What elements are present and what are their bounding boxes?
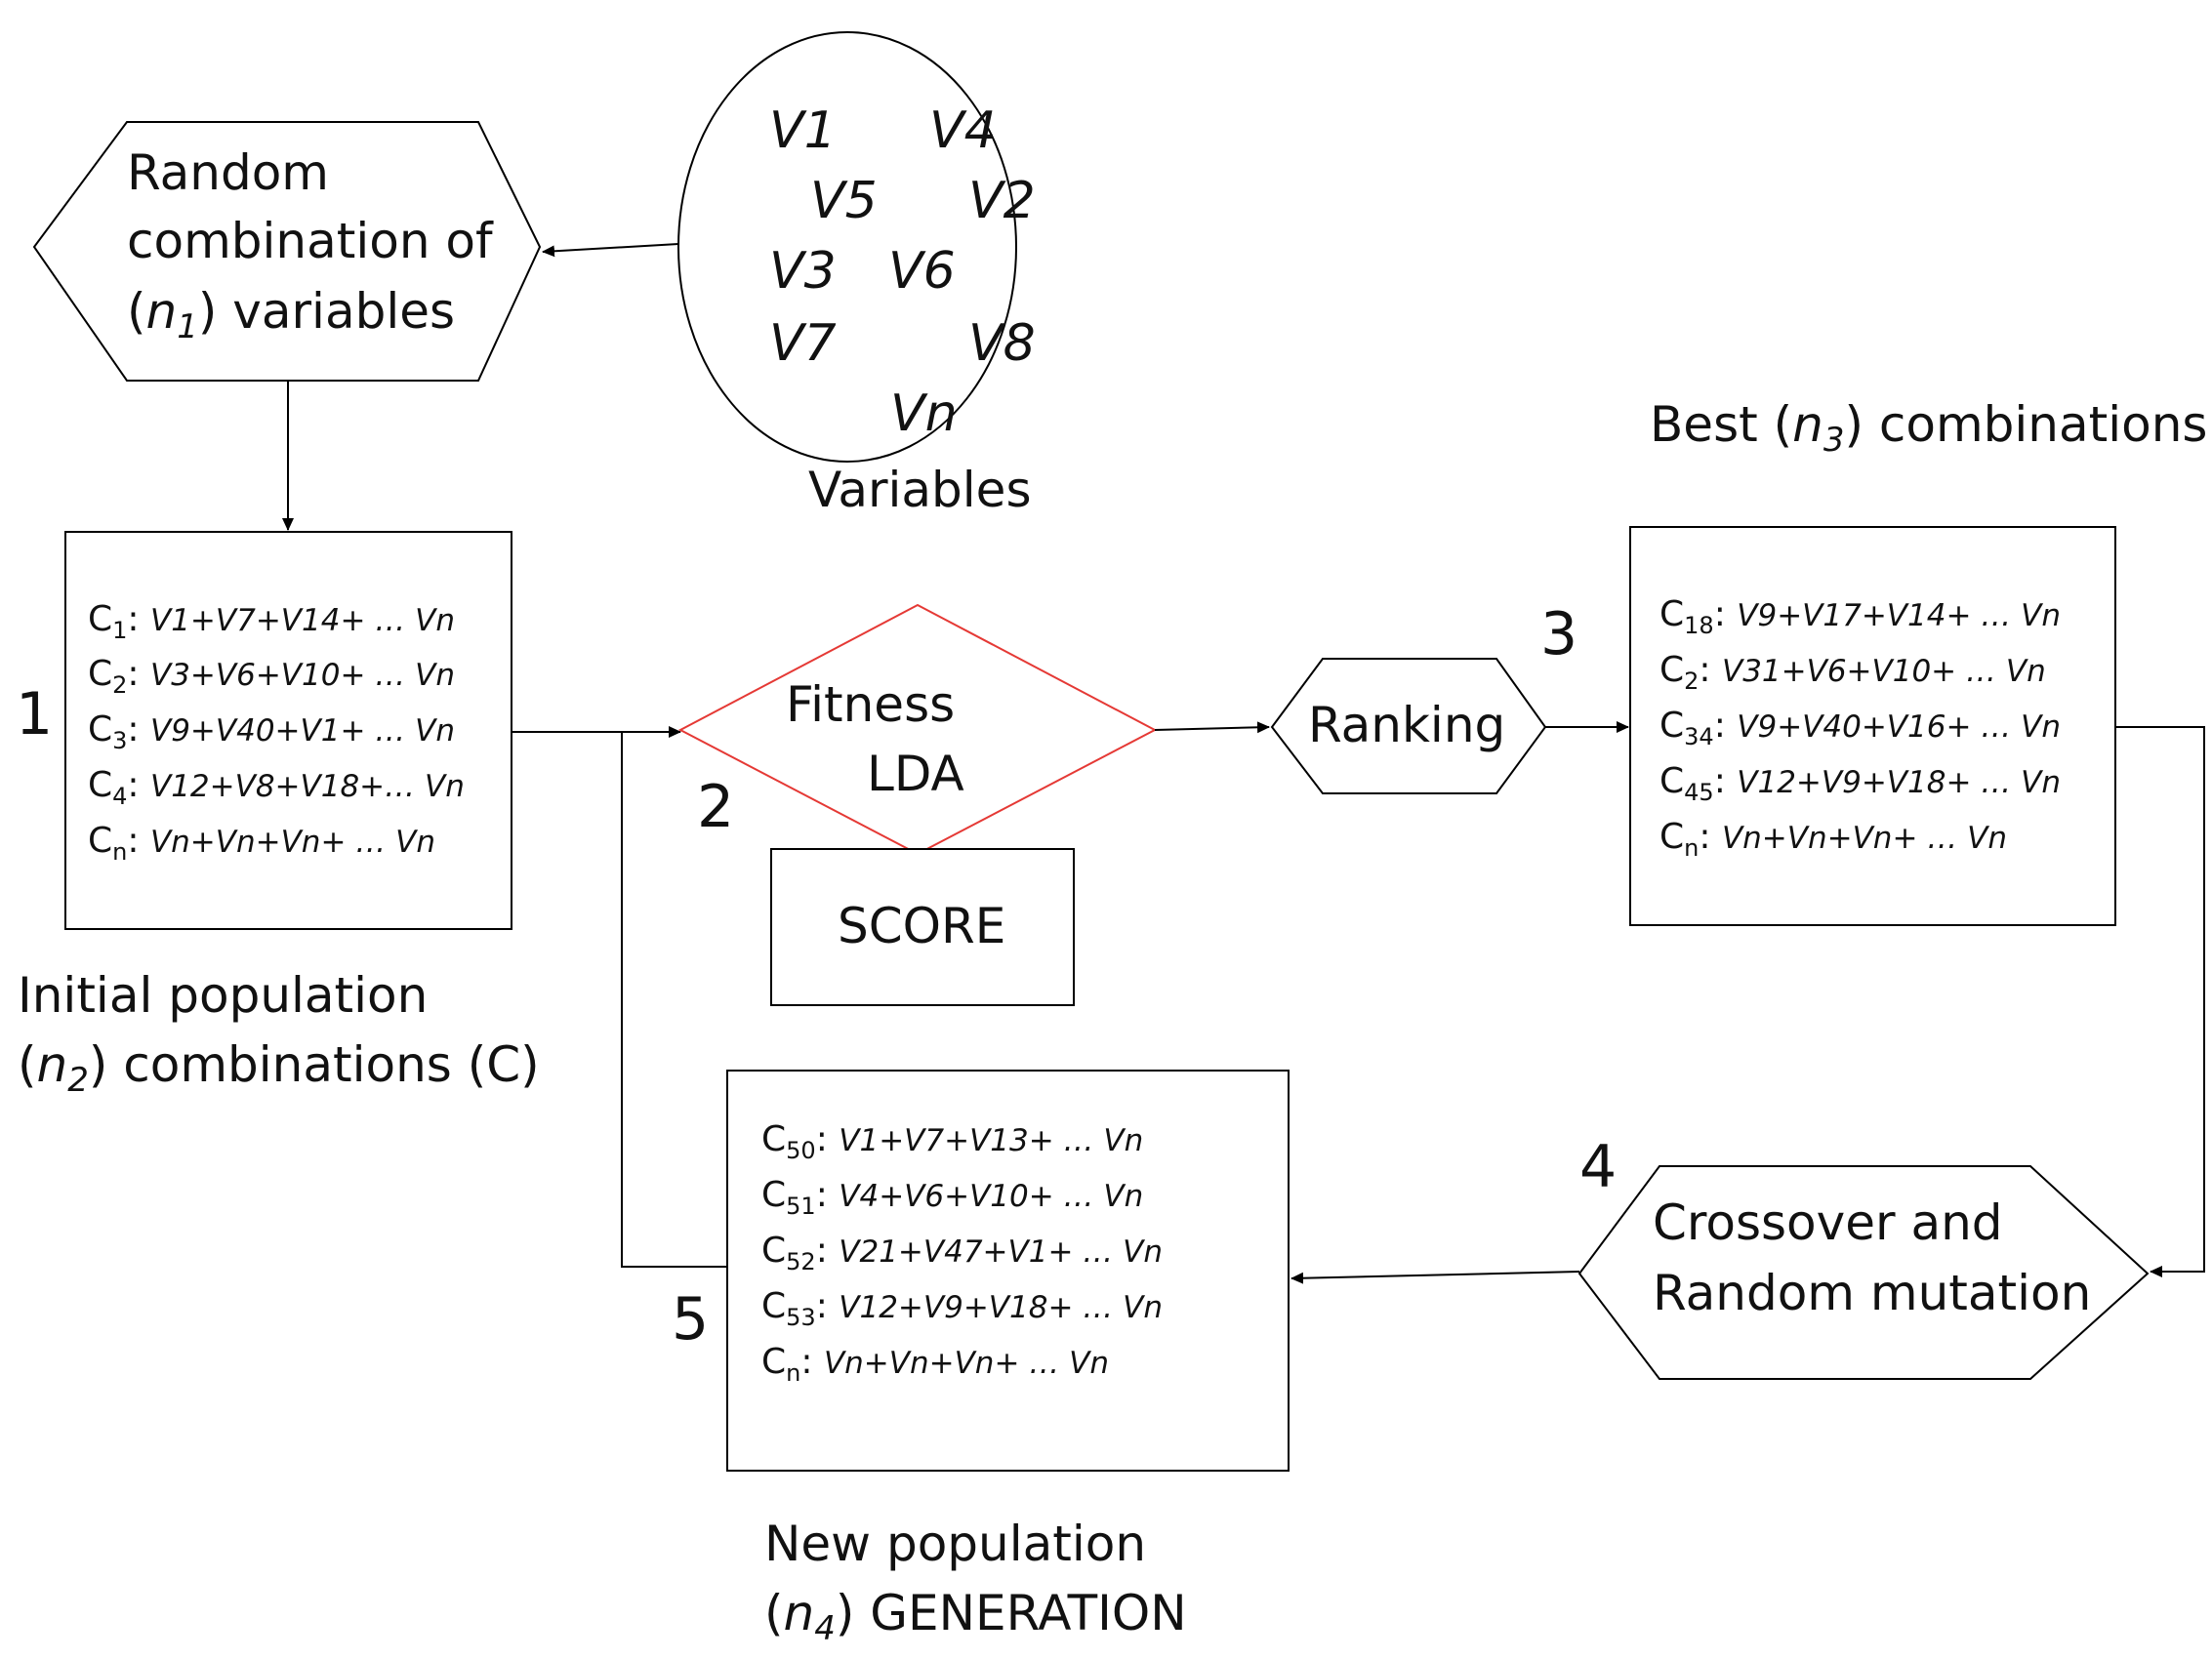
variables-caption: Variables [808,462,1032,518]
variable-v5: V5 [810,172,878,230]
best-row-1: C18: V9+V17+V14+ … Vn [1659,594,2061,639]
initial-row-3: C3: V9+V40+V1+ … Vn [88,709,455,754]
fitness-label: Fitness [786,676,956,733]
new-row-5: Cn: Vn+Vn+Vn+ … Vn [761,1342,1109,1387]
variable-v3: V3 [769,242,837,301]
crossover-hexagon [1577,1165,2150,1380]
best-row-2: C2: V31+V6+V10+ … Vn [1659,650,2046,695]
variable-v2: V2 [968,172,1036,230]
new-row-2: C51: V4+V6+V10+ … Vn [761,1175,1144,1220]
best-row-4: C45: V12+V9+V18+ … Vn [1659,761,2061,806]
initial-population-caption-line2: (n2) combinations (C) [18,1036,540,1100]
step-4: 4 [1579,1133,1618,1201]
new-row-1: C50: V1+V7+V13+ … Vn [761,1119,1144,1164]
score-box [770,848,1075,1006]
step-5: 5 [672,1285,710,1354]
random-combination-hexagon [32,121,542,382]
arrow-best-to-crossover [2115,726,2205,1277]
initial-row-2: C2: V3+V6+V10+ … Vn [88,654,455,699]
random-combination-line3: (n1) variables [127,283,456,346]
best-row-5: Cn: Vn+Vn+Vn+ … Vn [1659,817,2007,862]
variable-vn: Vn [890,384,958,443]
new-population-box [726,1070,1290,1472]
arrow-crossover-to-new [1290,1271,1580,1284]
best-combinations-title: Best (n3) combinations [1650,396,2208,460]
variables-circle [677,31,1017,463]
initial-population-caption-line1: Initial population [18,967,429,1024]
arrow-fitness-to-ranking [1154,721,1270,734]
best-row-3: C34: V9+V40+V16+ … Vn [1659,706,2061,750]
ranking-hexagon [1270,658,1547,794]
initial-row-4: C4: V12+V8+V18+… Vn [88,765,465,810]
loop-new-to-fitness [621,732,727,1268]
new-population-caption-line1: New population [764,1516,1147,1572]
new-row-3: C52: V21+V47+V1+ … Vn [761,1231,1163,1275]
step-2: 2 [697,773,735,841]
variable-v8: V8 [968,314,1036,373]
arrow-variables-to-random [542,243,679,258]
step-1: 1 [16,680,54,749]
random-combination-line2: combination of [127,213,493,269]
variable-v6: V6 [888,242,956,301]
ranking-label: Ranking [1308,697,1506,753]
variable-v7: V7 [769,314,837,373]
lda-label: LDA [867,746,964,802]
step-3: 3 [1540,600,1578,668]
variable-v1: V1 [769,101,837,160]
initial-row-1: C1: V1+V7+V14+ … Vn [88,599,455,644]
crossover-line1: Crossover and [1653,1194,2003,1251]
random-combination-line1: Random [127,144,330,201]
initial-population-box [64,531,512,930]
new-row-4: C53: V12+V9+V18+ … Vn [761,1286,1163,1331]
initial-row-5: Cn: Vn+Vn+Vn+ … Vn [88,821,435,866]
best-combinations-box [1629,526,2116,926]
score-label: SCORE [838,898,1006,954]
new-population-caption-line2: (n4) GENERATION [764,1585,1187,1648]
variable-v4: V4 [929,101,997,160]
crossover-line2: Random mutation [1653,1265,2092,1321]
